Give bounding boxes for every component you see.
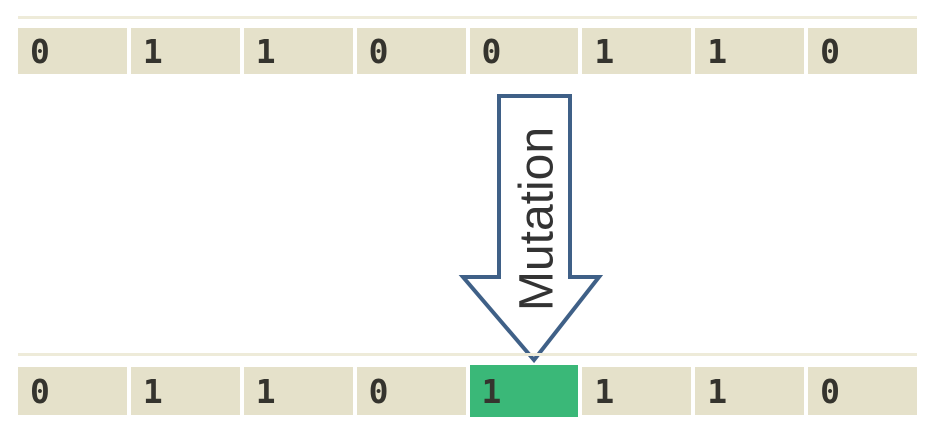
bit-value: 0 [820,31,840,71]
bitstring-before-mutation: 0 1 1 0 0 1 1 0 [18,28,917,74]
bit-cell: 1 [243,367,353,415]
bit-value: 1 [594,371,615,411]
bit-cell: 0 [18,28,127,74]
bit-value: 0 [30,31,50,71]
bit-value: 0 [368,371,389,411]
bit-value: 1 [255,31,276,71]
ghost-strip-bottom [18,353,917,356]
bit-value: 1 [594,31,615,71]
bit-value: 1 [481,371,502,411]
mutation-arrow-shape [458,94,604,364]
bit-cell: 1 [130,367,240,415]
bit-cell: 1 [695,367,805,415]
bit-cell: 0 [18,367,127,415]
bit-value: 0 [481,31,502,71]
mutation-arrow [458,94,604,364]
ghost-strip-top [18,16,917,19]
bit-value: 1 [707,371,728,411]
mutated-bit-cell: 1 [469,365,579,417]
bit-cell: 0 [808,28,917,74]
bit-value: 0 [820,371,840,411]
bit-value: 0 [368,31,389,71]
bit-value: 1 [142,31,163,71]
bit-cell: 0 [356,28,466,74]
mutation-arrow-label: Mutation [510,126,564,312]
bit-cell: 0 [356,367,466,415]
bit-cell: 1 [582,367,692,415]
bit-value: 1 [142,371,163,411]
bit-value: 0 [30,371,50,411]
bitstring-after-mutation: 0 1 1 0 1 1 1 0 [18,365,917,417]
bit-cell: 1 [243,28,353,74]
bit-value: 1 [255,371,276,411]
bit-cell: 0 [469,28,579,74]
bit-value: 1 [707,31,728,71]
bit-cell: 1 [130,28,240,74]
bit-cell: 1 [695,28,805,74]
bit-cell: 0 [808,367,917,415]
bit-cell: 1 [582,28,692,74]
